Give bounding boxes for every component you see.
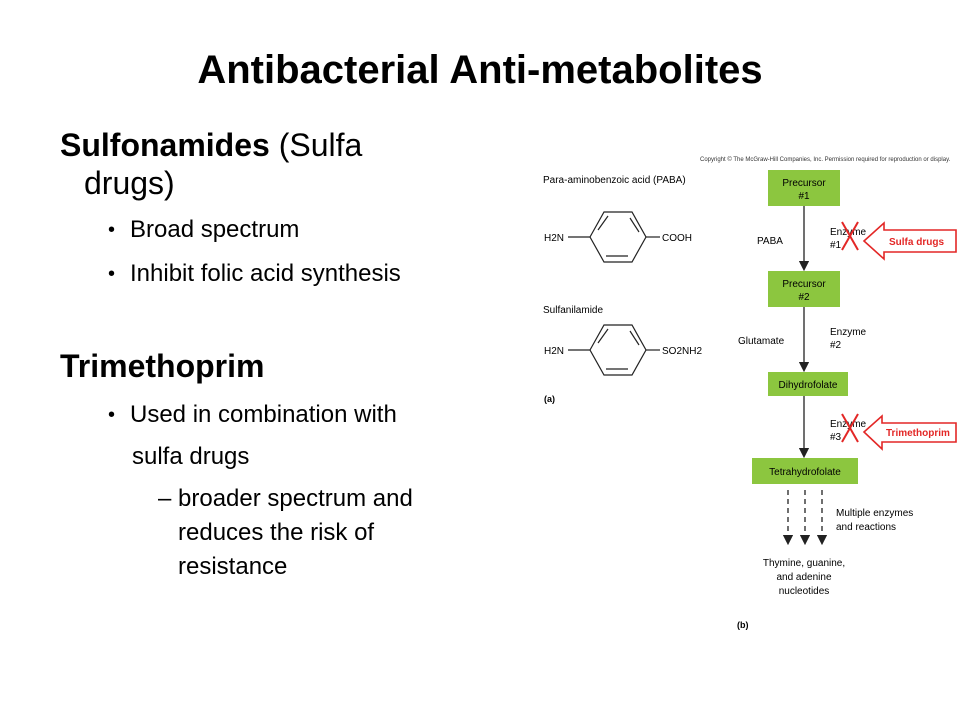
panel-a-label: (a) (544, 394, 555, 404)
svg-text:#2: #2 (830, 340, 842, 351)
bullet-dot: • (108, 263, 116, 285)
copyright-notice: Copyright © The McGraw-Hill Companies, I… (700, 157, 951, 163)
multiple-enzymes-label: Multiple enzymes and reactions (836, 508, 913, 533)
svg-text:Precursor: Precursor (782, 178, 826, 189)
bullet-dot: • (108, 219, 116, 241)
sub-line-1: broader spectrum and (178, 485, 413, 512)
glutamate-side-label: Glutamate (738, 336, 785, 347)
sub-line-2: reduces the risk of (178, 519, 375, 546)
dashed-arrows (782, 490, 828, 546)
paba-label: Para-aminobenzoic acid (PABA) (543, 175, 686, 186)
slide-title: Antibacterial Anti-metabolites (197, 48, 763, 92)
svg-text:#1: #1 (798, 191, 810, 202)
trimethoprim-arrow: Trimethoprim (862, 414, 957, 451)
nucleotides-label: Thymine, guanine, and adenine nucleotide… (763, 558, 845, 597)
enzyme2-label: Enzyme #2 (830, 327, 867, 351)
precursor2-box: Precursor #2 (768, 271, 840, 307)
inhibition-x-icon (841, 221, 859, 251)
paba-amine: H2N (544, 233, 564, 244)
sulfanilamide-sulfonamide: SO2NH2 (662, 346, 702, 357)
svg-text:Thymine, guanine,: Thymine, guanine, (763, 558, 845, 569)
panel-b-label: (b) (737, 620, 749, 630)
paba-benzene-ring (568, 211, 660, 263)
svg-text:nucleotides: nucleotides (779, 586, 830, 597)
tetrahydrofolate-box: Tetrahydrofolate (752, 458, 858, 484)
svg-text:and adenine: and adenine (776, 572, 831, 583)
sulfonamides-heading-line2: drugs) (84, 165, 175, 201)
precursor1-box: Precursor #1 (768, 170, 840, 206)
svg-text:Trimethoprim: Trimethoprim (886, 428, 950, 439)
sulfonamides-heading: Sulfonamides (Sulfa (60, 127, 362, 164)
trimethoprim-heading: Trimethoprim (60, 348, 265, 384)
paba-side-label: PABA (757, 236, 783, 247)
sulfa-drugs-arrow: Sulfa drugs (862, 221, 957, 261)
bullet-combination: Used in combination with (130, 401, 397, 428)
bullet-inhibit-folic: Inhibit folic acid synthesis (130, 260, 401, 287)
sub-dash: – (158, 485, 172, 512)
sulfanilamide-amine: H2N (544, 346, 564, 357)
sulfonamides-heading-bold: Sulfonamides (60, 127, 270, 163)
svg-text:Tetrahydrofolate: Tetrahydrofolate (769, 467, 841, 478)
svg-text:Enzyme: Enzyme (830, 327, 867, 338)
inhibition-x-icon (841, 413, 859, 443)
svg-text:Sulfa drugs: Sulfa drugs (889, 237, 944, 248)
svg-text:#3: #3 (830, 432, 842, 443)
svg-text:#1: #1 (830, 240, 842, 251)
svg-text:Dihydrofolate: Dihydrofolate (779, 380, 838, 391)
sulfanilamide-benzene-ring (568, 324, 660, 376)
svg-text:Multiple enzymes: Multiple enzymes (836, 508, 913, 519)
bullet-combination-cont: sulfa drugs (132, 443, 250, 470)
bullet-dot: • (108, 404, 116, 426)
folate-pathway-figure: Para-aminobenzoic acid (PABA) H2N COOH S… (543, 170, 957, 630)
svg-text:#2: #2 (798, 292, 810, 303)
sulfanilamide-label: Sulfanilamide (543, 305, 603, 316)
svg-text:and reactions: and reactions (836, 522, 896, 533)
paba-carboxyl: COOH (662, 233, 692, 244)
sub-line-3: resistance (178, 553, 288, 580)
dihydrofolate-box: Dihydrofolate (768, 372, 848, 396)
bullet-broad-spectrum: Broad spectrum (130, 216, 300, 243)
sulfonamides-heading-rest: (Sulfa (269, 127, 363, 163)
svg-text:Precursor: Precursor (782, 279, 826, 290)
